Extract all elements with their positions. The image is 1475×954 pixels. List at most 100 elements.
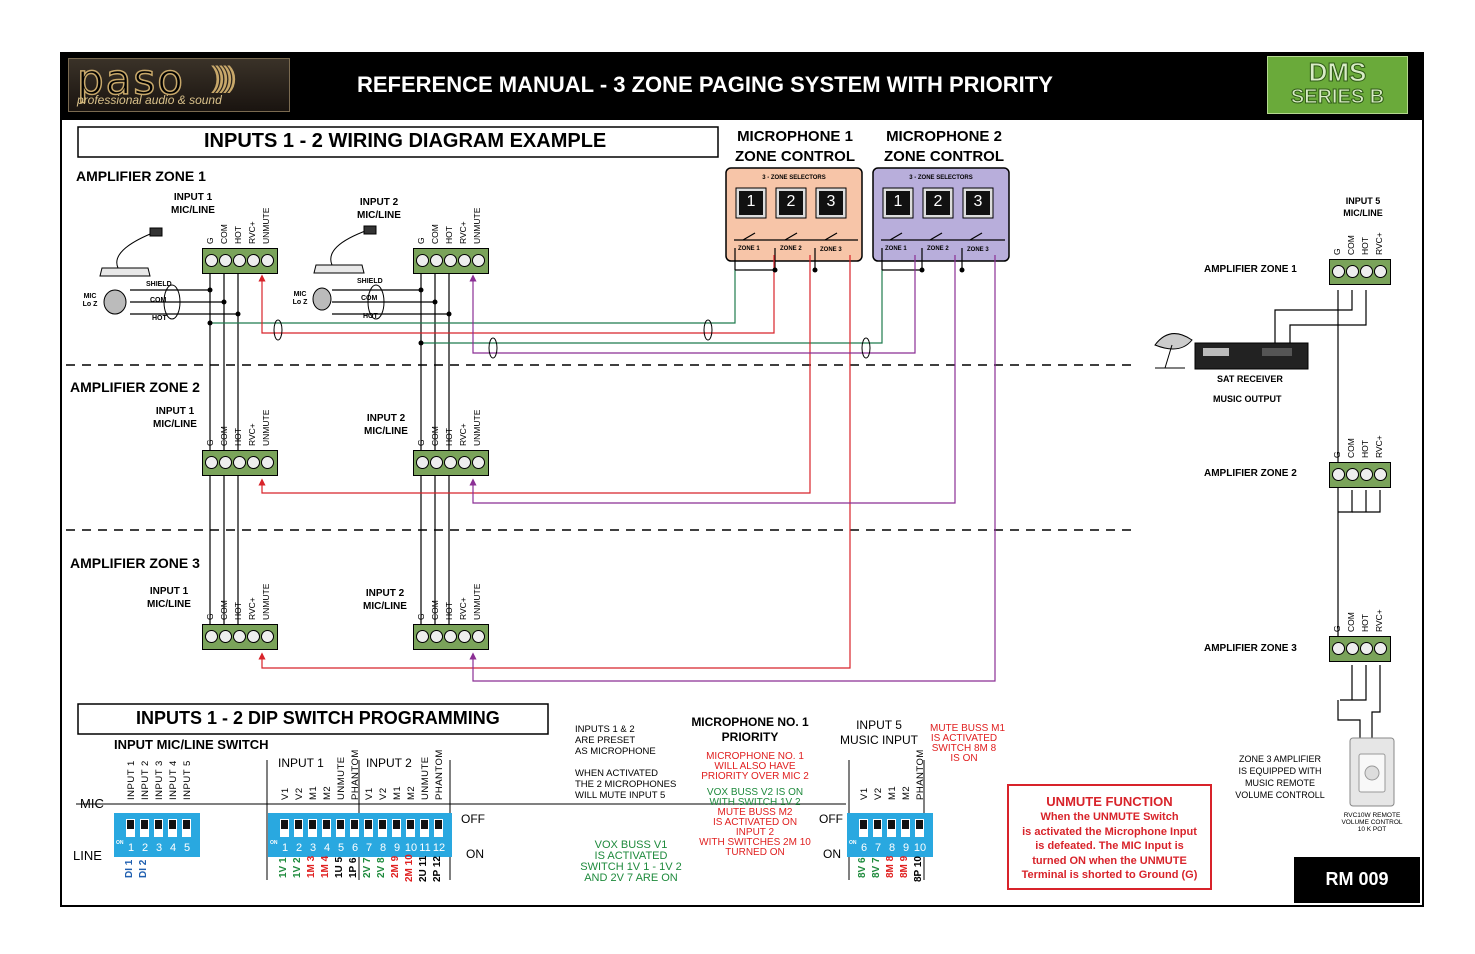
sw3-switch-toggle[interactable] [874, 820, 881, 829]
mic2-selector-buttons [882, 187, 994, 219]
rm-box [1294, 857, 1420, 903]
mute-m1-line-2: IS ACTIVATED [930, 733, 998, 744]
mute-m2-line-5: TURNED ON [725, 847, 785, 858]
input5-line-1: INPUT 5 [856, 718, 902, 732]
terminal-screw-icon [219, 630, 232, 643]
right-terminal-block [1329, 259, 1391, 285]
sw3-switch-toggle[interactable] [888, 820, 895, 829]
sw2-label: M2 [406, 785, 417, 800]
terminal-screw-icon [1374, 265, 1387, 278]
terminal-screw-icon [472, 630, 485, 643]
sw2-switch-toggle[interactable] [365, 820, 372, 829]
terminal-screw-icon [458, 456, 471, 469]
mic1-selector-buttons [735, 187, 847, 219]
mic1-button-2[interactable]: 2 [786, 193, 796, 210]
zone2-label: AMPLIFIER ZONE 2 [70, 379, 200, 395]
block-2-term-1: G [416, 237, 426, 244]
desk-microphone-icon [99, 227, 163, 277]
right-zone2-label: AMPLIFIER ZONE 2 [1204, 468, 1297, 479]
mic1-button-3[interactable]: 3 [826, 193, 836, 210]
sw3-switch-toggle[interactable] [902, 820, 909, 829]
sw1-switch-toggle[interactable] [183, 820, 190, 829]
pot-label-line-3: 10 K POT [1357, 826, 1387, 833]
mic2-button-3[interactable]: 3 [973, 193, 983, 210]
sw2-switch-num: 7 [365, 842, 373, 854]
input-label-type: MIC/LINE [153, 419, 197, 430]
unmute-body-line-5: Terminal is shorted to Ground (G) [1021, 869, 1198, 881]
sw2-code: 1P 6 [348, 857, 359, 878]
right-block-2-term-4: RVC+ [1374, 435, 1384, 458]
line-row-label: LINE [73, 848, 102, 863]
sw3-label: V2 [873, 787, 884, 800]
sw2-switch-toggle[interactable] [393, 820, 400, 829]
sw2-switch-toggle[interactable] [281, 820, 288, 829]
mic1-selectors-label: 3 - ZONE SELECTORS [762, 175, 826, 181]
shield-label-2: SHIELD [357, 278, 383, 285]
sw2-code: 2V 8 [376, 857, 387, 878]
sw2-switch-toggle[interactable] [295, 820, 302, 829]
block-1-term-5: UNMUTE [261, 207, 271, 244]
input-label-name: INPUT 1 [173, 192, 213, 203]
sw2-switch-toggle[interactable] [379, 820, 386, 829]
sw2-switch-toggle[interactable] [337, 820, 344, 829]
zone3-note-line-2: IS EQUIPPED WITH [1238, 766, 1322, 776]
terminal-screw-icon [458, 254, 471, 267]
sw2-on-mark: ON [270, 840, 278, 846]
sw1-switch-toggle[interactable] [169, 820, 176, 829]
sw2-label: M2 [322, 785, 333, 800]
sw3-switch-num: 8 [888, 842, 896, 854]
mic1-red-line-3: PRIORITY OVER MIC 2 [701, 771, 809, 782]
vox1-line-4: AND 2V 7 ARE ON [584, 872, 678, 884]
sw2-code: 2M 9 [390, 855, 401, 878]
sw3-switch-num: 9 [902, 842, 910, 854]
terminal-block [413, 248, 489, 274]
sw1-label: INPUT 4 [168, 760, 179, 800]
terminal-screw-icon [233, 254, 246, 267]
logo-subtitle: professional audio & sound [77, 93, 222, 107]
zone3-note-line-3: MUSIC REMOTE [1244, 778, 1315, 788]
sw2-switch-num: 9 [393, 842, 401, 854]
sw2-switch-toggle[interactable] [351, 820, 358, 829]
block-3-term-4: RVC+ [247, 423, 257, 446]
sw2-switch-toggle[interactable] [309, 820, 316, 829]
right-block-1-term-4: RVC+ [1374, 232, 1384, 255]
sw3-switch-toggle[interactable] [916, 820, 923, 829]
badge-line-2: SERIES B [1290, 86, 1385, 109]
sw3-switch-toggle[interactable] [860, 820, 867, 829]
dms-badge: DMS SERIES B [1267, 56, 1408, 114]
sw1-switch-toggle[interactable] [127, 820, 134, 829]
sw1-switch-toggle[interactable] [155, 820, 162, 829]
mic2-button-1[interactable]: 1 [893, 193, 903, 210]
sw1-code: DI 1 [124, 859, 135, 878]
terminal-screw-icon [472, 254, 485, 267]
dip-switch-title: INPUT MIC/LINE SWITCH [114, 737, 269, 752]
sw3-switch-num: 7 [874, 842, 882, 854]
terminal-screw-icon [219, 254, 232, 267]
sw3-label: M2 [901, 785, 912, 800]
wiring-title-box [77, 126, 719, 158]
sw2-code: 1M 3 [306, 855, 317, 878]
sw2-switch-toggle[interactable] [421, 820, 428, 829]
sw1-switch-toggle[interactable] [141, 820, 148, 829]
sw2-switch-toggle[interactable] [323, 820, 330, 829]
mic1-button-1[interactable]: 1 [746, 193, 756, 210]
sw3-code: 8V 6 [857, 857, 868, 878]
right-block-3-term-4: RVC+ [1374, 609, 1384, 632]
music-output-label: MUSIC OUTPUT [1213, 394, 1282, 404]
mute-m2-line-1: MUTE BUSS M2 [717, 807, 793, 818]
mute-m2-line-4: WITH SWITCHES 2M 10 [699, 837, 811, 848]
block-5-term-1: G [205, 613, 215, 620]
sw2-switch-num: 8 [379, 842, 387, 854]
block-3-term-3: HOT [233, 428, 243, 446]
mic2-button-2[interactable]: 2 [933, 193, 943, 210]
mute-m2-line-2: IS ACTIVATED ON [712, 817, 798, 828]
terminal-screw-icon [430, 254, 443, 267]
terminal-screw-icon [444, 456, 457, 469]
sw2-switch-toggle[interactable] [435, 820, 442, 829]
sw2-switch-toggle[interactable] [407, 820, 414, 829]
